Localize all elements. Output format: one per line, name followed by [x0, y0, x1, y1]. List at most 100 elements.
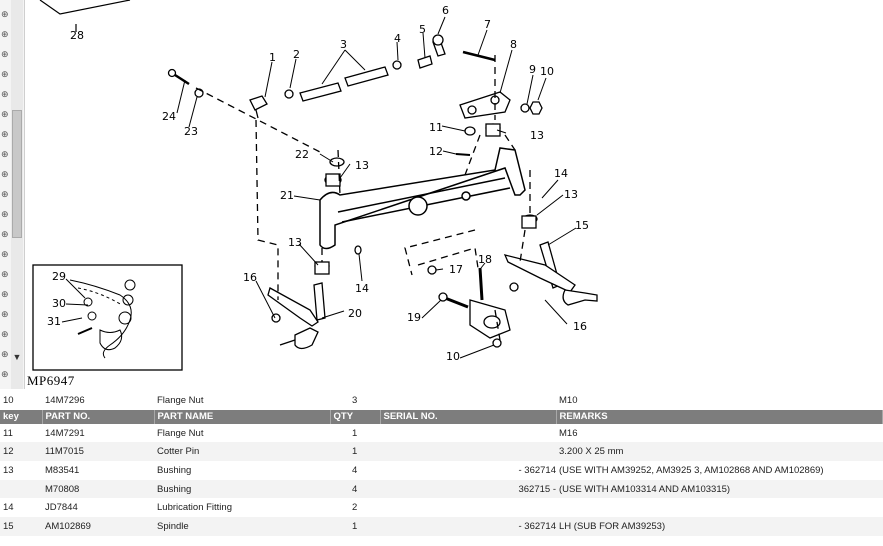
cell-remarks: 3.200 X 25 mm	[556, 442, 883, 462]
callout-14-b: 14	[355, 282, 369, 295]
expand-icon[interactable]: ⊕	[1, 70, 9, 80]
cell-part-name: Bushing	[157, 464, 192, 476]
cell-serial	[380, 498, 556, 517]
parts-table: 10 14M7296 Flange Nut 3 M10 key PART NO.…	[0, 391, 883, 536]
callout-16-b: 16	[573, 320, 587, 333]
cell-key: 10	[3, 394, 14, 406]
cell-key: 12	[0, 442, 42, 462]
scrollbar-thumb[interactable]	[12, 110, 22, 238]
cell-part-name: Flange Nut	[157, 394, 204, 406]
diagram-id-label: MP6947	[27, 373, 75, 388]
cell-qty: 1	[352, 427, 358, 439]
callout-29: 29	[52, 270, 66, 283]
table-row[interactable]: 11 14M7291 Flange Nut 1 M16	[0, 424, 883, 443]
table-row[interactable]: M70808 Bushing 4 362715 - (USE WITH AM10…	[0, 479, 883, 499]
cell-remarks: LH (SUB FOR AM39253)	[556, 517, 883, 536]
expand-icon[interactable]: ⊕	[1, 10, 9, 20]
cell-key: 13	[3, 464, 14, 476]
callout-13-a: 13	[530, 129, 544, 142]
inset-detail-drawing	[69, 279, 136, 359]
expand-icon[interactable]: ⊕	[1, 50, 9, 60]
scroll-down-arrow-icon[interactable]: ▼	[12, 352, 22, 362]
parts-diagram: 1 2 3 4 5 6 7 8 9 10 10 11 12 13 13 13 1…	[32, 0, 598, 371]
header-qty[interactable]: QTY	[330, 409, 381, 424]
expand-icon[interactable]: ⊕	[1, 90, 9, 100]
header-part-name[interactable]: PART NAME	[154, 409, 331, 424]
callout-leaders	[61, 16, 577, 359]
callout-13-c: 13	[564, 188, 578, 201]
cell-remarks: (USE WITH AM103314 AND AM103315)	[556, 479, 883, 499]
expand-icon[interactable]: ⊕	[1, 30, 9, 40]
callout-10-bottom: 10	[446, 350, 460, 363]
assembly-dashed-lines	[195, 55, 531, 341]
expand-icon[interactable]: ⊕	[1, 190, 9, 200]
cell-key: 14	[3, 502, 14, 514]
cell-part-no: AM102869	[42, 517, 154, 536]
callout-1: 1	[269, 51, 276, 64]
callout-24: 24	[162, 110, 176, 123]
cell-part-no: JD7844	[45, 502, 78, 514]
expand-icon[interactable]: ⊕	[1, 330, 9, 340]
callout-16-a: 16	[243, 271, 257, 284]
callout-11: 11	[429, 121, 443, 134]
expand-icon[interactable]: ⊕	[1, 170, 9, 180]
cell-qty: 1	[330, 517, 380, 536]
header-serial-no[interactable]: SERIAL NO.	[380, 409, 557, 424]
cell-part-no: 14M7291	[45, 427, 85, 439]
callout-numbers: 1 2 3 4 5 6 7 8 9 10 10 11 12 13 13 13 1…	[47, 4, 589, 363]
cell-remarks	[556, 498, 883, 517]
expand-icon[interactable]: ⊕	[1, 370, 9, 380]
cell-key	[0, 479, 42, 499]
header-part-no[interactable]: PART NO.	[42, 409, 155, 424]
header-key[interactable]: key	[0, 409, 43, 424]
expand-icon[interactable]: ⊕	[1, 150, 9, 160]
expand-icon[interactable]: ⊕	[1, 230, 9, 240]
expand-icon[interactable]: ⊕	[1, 290, 9, 300]
cell-part-name: Cotter Pin	[154, 442, 330, 462]
callout-10-top: 10	[540, 65, 554, 78]
cell-serial	[380, 442, 556, 462]
cell-qty: 4	[352, 464, 358, 476]
table-row[interactable]: 12 11M7015 Cotter Pin 1 3.200 X 25 mm	[0, 442, 883, 462]
callout-18: 18	[478, 253, 492, 266]
cell-remarks: M16	[559, 427, 578, 439]
expand-icon[interactable]: ⊕	[1, 130, 9, 140]
callout-9: 9	[529, 63, 536, 76]
expand-icon[interactable]: ⊕	[1, 110, 9, 120]
expand-icon[interactable]: ⊕	[1, 270, 9, 280]
table-row[interactable]: 14 JD7844 Lubrication Fitting 2	[0, 498, 883, 517]
expand-icon[interactable]: ⊕	[1, 350, 9, 360]
expand-icon[interactable]: ⊕	[1, 250, 9, 260]
cell-serial	[380, 424, 556, 443]
detail-box-28	[39, 0, 131, 32]
cell-part-name: Flange Nut	[157, 427, 204, 439]
front-axle	[319, 147, 526, 250]
expand-icon[interactable]: ⊕	[1, 210, 9, 220]
cell-remarks: (USE WITH AM39252, AM3925 3, AM102868 AN…	[559, 464, 824, 476]
callout-12: 12	[429, 145, 443, 158]
cell-part-no: 11M7015	[42, 442, 154, 462]
callout-30: 30	[52, 297, 66, 310]
table-header: key PART NO. PART NAME QTY SERIAL NO. RE…	[0, 409, 883, 424]
table-row[interactable]: 13 M83541 Bushing 4 - 362714 (USE WITH A…	[0, 461, 883, 480]
cell-serial: - 362714	[518, 464, 556, 476]
callout-5: 5	[419, 23, 426, 36]
cell-part-name: Bushing	[154, 479, 330, 499]
table-row[interactable]: 15 AM102869 Spindle 1 - 362714 LH (SUB F…	[0, 517, 883, 536]
expand-icon[interactable]: ⊕	[1, 310, 9, 320]
cell-part-no: 14M7296	[45, 394, 85, 406]
cell-part-name: Spindle	[154, 517, 330, 536]
header-remarks[interactable]: REMARKS	[556, 409, 883, 424]
callout-6: 6	[442, 4, 449, 17]
bushings	[314, 123, 538, 275]
callout-20: 20	[348, 307, 362, 320]
table-row[interactable]: 10 14M7296 Flange Nut 3 M10	[0, 391, 883, 410]
callout-7: 7	[484, 18, 491, 31]
callout-19: 19	[407, 311, 421, 324]
steering-arm	[459, 50, 543, 119]
cell-remarks: M10	[559, 394, 578, 406]
callout-3: 3	[340, 38, 347, 51]
spindle-left	[267, 245, 362, 350]
callout-14-a: 14	[554, 167, 568, 180]
cell-serial	[380, 391, 556, 410]
